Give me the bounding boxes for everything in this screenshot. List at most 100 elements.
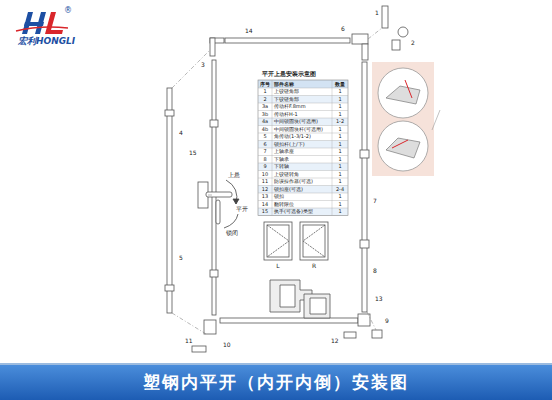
callout-number: 10	[222, 342, 232, 348]
callout-number: 5	[178, 255, 184, 261]
table-cell: 数量	[335, 82, 345, 87]
registered-mark: ®	[64, 7, 72, 15]
table-cell: 5	[263, 134, 266, 139]
table-cell: 1	[338, 134, 341, 139]
table-cell: 1	[338, 97, 341, 102]
table-cell: 10	[262, 172, 268, 177]
table-rule	[258, 148, 348, 149]
callout-number: 2	[410, 40, 416, 46]
window-label: L	[276, 263, 279, 269]
table-cell: 中间锁固块杆(可选用)	[274, 127, 323, 132]
table-cell: 1	[338, 164, 341, 169]
table-rule	[332, 80, 333, 216]
profile-section	[270, 280, 330, 318]
table-cell: 1	[263, 89, 266, 94]
table-cell: 上铰链角部	[274, 89, 299, 94]
table-row-shade	[258, 80, 348, 88]
table-cell: 下转轴	[274, 164, 289, 169]
callout-number: 12	[330, 338, 340, 344]
table-cell: 防误操作器(可选)	[274, 179, 313, 184]
table-cell: 3a	[262, 104, 268, 109]
table-cell: 中间锁固块(可选用)	[274, 119, 318, 124]
table-cell: 1	[338, 202, 341, 207]
table-cell: 3b	[262, 112, 268, 117]
callout-number: 8	[372, 268, 378, 274]
table-cell: 下轴承	[274, 157, 289, 162]
table-cell: 传动杆F.8mm	[274, 104, 306, 109]
callout-number: 4	[178, 130, 184, 136]
table-cell: 13	[262, 194, 268, 199]
brand-name: 宏利HONGLI	[18, 37, 75, 46]
table-cell: 1	[338, 127, 341, 132]
callout-number: 1	[374, 10, 380, 16]
table-cell: 15	[262, 209, 268, 214]
table-cell: 6	[263, 142, 266, 147]
table-cell: 11	[262, 179, 268, 184]
table-title: 平开上悬安装示意图	[262, 72, 316, 78]
window-label: R	[312, 263, 316, 269]
band-line	[0, 363, 552, 365]
table-cell: 2-4	[336, 187, 344, 192]
table-cell: 4b	[262, 127, 268, 132]
table-cell: 2	[263, 97, 266, 102]
table-row-shade	[258, 96, 348, 104]
table-cell: 1	[338, 194, 341, 199]
title: 塑钢内平开（内开内倒）安装图	[143, 371, 409, 394]
parts-table-grid	[258, 80, 348, 216]
callout-number: 14	[244, 28, 254, 34]
table-rule	[258, 193, 348, 194]
table-row-shade	[258, 118, 348, 126]
table-cell: 序号	[260, 82, 270, 87]
guide-lines	[172, 28, 382, 334]
table-rule	[258, 155, 348, 156]
table-cell: 上轴承座	[274, 149, 294, 154]
table-border	[258, 80, 348, 216]
window-sketches	[264, 222, 328, 260]
table-rule	[258, 170, 348, 171]
mode-label: 上悬	[228, 172, 240, 178]
table-rule	[258, 163, 348, 164]
title-band: 塑钢内平开（内开内倒）安装图	[0, 365, 552, 400]
table-cell: 1	[338, 149, 341, 154]
table-cell: 12	[262, 187, 268, 192]
table-cell: 下铰链角部	[274, 97, 299, 102]
table-cell: 1	[338, 157, 341, 162]
table-row-shade	[258, 208, 348, 216]
callout-number: 3	[200, 62, 206, 68]
table-cell: 14	[262, 202, 268, 207]
table-row-shade	[258, 186, 348, 194]
table-cell: 1	[338, 179, 341, 184]
callout-number: 7	[372, 198, 378, 204]
table-cell: 1-2	[336, 119, 344, 124]
table-cell: 9	[263, 164, 266, 169]
table-cell: 1	[338, 112, 341, 117]
callout-number: 9	[384, 318, 390, 324]
hardware	[165, 6, 408, 352]
table-cell: 传动杆H-1	[274, 112, 298, 117]
table-rule	[258, 185, 348, 186]
table-cell: 8	[263, 157, 266, 162]
table-cell: 锁扣座(可选)	[274, 187, 303, 192]
table-cell: 部件名称	[274, 82, 294, 87]
table-cell: 翻转限位	[274, 202, 294, 207]
table-rule	[258, 200, 348, 201]
table-cell: 7	[263, 149, 266, 154]
callout-number: 13	[374, 296, 384, 302]
table-row-shade	[258, 163, 348, 171]
table-cell: 1	[338, 89, 341, 94]
table-cell: 1	[338, 172, 341, 177]
table-rule	[272, 80, 273, 216]
table-cell: 1	[338, 142, 341, 147]
rotation-arrows	[224, 180, 239, 228]
callout-number: 6	[340, 26, 346, 32]
table-rule	[258, 95, 348, 96]
table-cell: 1	[338, 209, 341, 214]
table-cell: 上铰链转角	[274, 172, 299, 177]
callout-number: 15	[188, 150, 198, 156]
table-row-shade	[258, 141, 348, 149]
mode-label: 锁闭	[226, 230, 238, 236]
table-cell: 4a	[262, 119, 268, 124]
table-cell: 角传动(1-3/1-2)	[274, 134, 311, 139]
title-band	[0, 365, 552, 400]
